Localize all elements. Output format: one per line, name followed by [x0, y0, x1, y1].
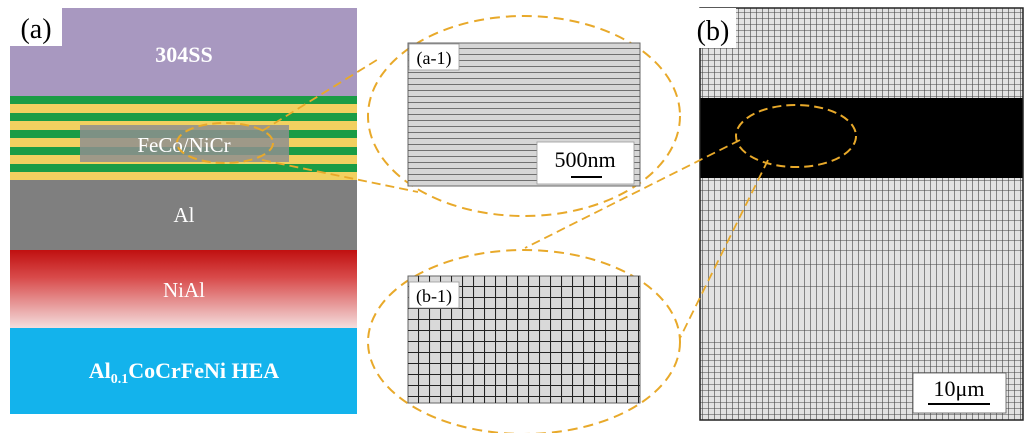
zoom-ellipse-b — [735, 104, 857, 168]
inset-b1-ellipse — [367, 249, 681, 433]
inset-a1-scale-label: 500nm — [554, 147, 615, 172]
inset-b1: (b-1) — [367, 249, 681, 433]
inset-a1-label-box — [408, 43, 460, 71]
layer-al — [10, 180, 357, 250]
layer-hea — [10, 328, 357, 414]
mesh-frame — [699, 7, 1024, 421]
multilayer-label-box — [80, 125, 289, 162]
panel-a-label: (a) — [20, 14, 51, 45]
inset-a1: (a-1) 500nm — [367, 15, 681, 217]
inset-a1-ellipse — [367, 15, 681, 217]
layer-304ss-label: 304SS — [155, 42, 212, 67]
layer-nial-label: NiAl — [163, 278, 205, 302]
layer-nial — [10, 250, 357, 328]
panel-a-label-box — [10, 8, 62, 46]
layer-304ss — [10, 8, 357, 96]
panel-b-label: (b) — [697, 16, 730, 47]
panel-b-scale-box — [912, 372, 1007, 414]
panel-b: (b) 10μm — [690, 7, 1024, 421]
inset-a1-label: (a-1) — [417, 48, 452, 69]
layer-hea-label: Al0.1CoCrFeNi HEA — [89, 358, 280, 387]
panel-b-scale-label: 10μm — [934, 376, 985, 401]
panel-b-label-box — [690, 8, 736, 48]
zoom-ellipse-a — [176, 122, 274, 164]
zoom-connectors-b — [524, 139, 769, 339]
mesh-dense-band — [700, 98, 1023, 178]
inset-b1-label: (b-1) — [416, 286, 452, 307]
inset-b1-label-box — [408, 281, 460, 309]
panel-a: (a) 304SS FeCo/NiCr Al NiAl Al0.1CoCrFeN… — [10, 8, 357, 414]
layer-al-label: Al — [174, 203, 195, 227]
zoom-connectors-a — [261, 57, 419, 193]
layer-multilayer — [10, 96, 357, 180]
